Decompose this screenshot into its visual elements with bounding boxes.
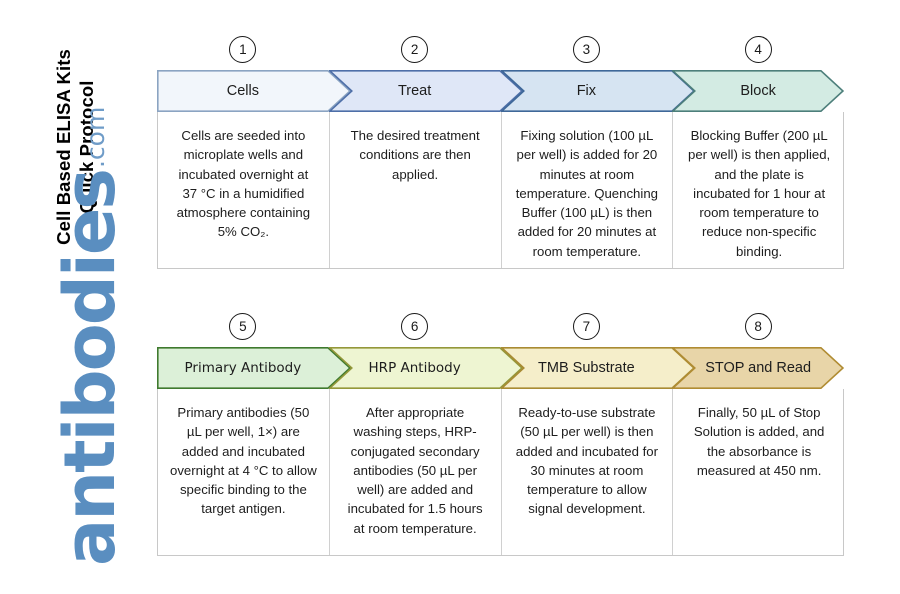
- step-description-cell: Fixing solution (100 µL per well) is add…: [502, 112, 674, 268]
- step-description-text: Cells are seeded into microplate wells a…: [176, 128, 311, 240]
- step-header-chevron[interactable]: HRP Antibody: [328, 347, 523, 389]
- brand-logo-tld: .com: [81, 106, 110, 169]
- step-header-label: Treat: [397, 83, 432, 99]
- step-description-text: Ready-to-use substrate (50 µL per well) …: [515, 405, 658, 517]
- step-header-label: HRP Antibody: [368, 360, 461, 376]
- step-body-strip: Primary antibodies (50 µL per well, 1×) …: [157, 389, 844, 556]
- step-header-label: Fix: [576, 83, 597, 99]
- step-header-label: Cells: [226, 83, 259, 99]
- step-number-badge: 6: [401, 313, 429, 340]
- brand-logo: antibodies .com: [26, 107, 131, 566]
- step-header-chevron[interactable]: Cells: [157, 70, 351, 112]
- chevron-shape-icon: [500, 70, 695, 112]
- chevron-shape-icon: [157, 347, 351, 389]
- step-header-chevron[interactable]: Primary Antibody: [157, 347, 351, 389]
- step-header-label: STOP and Read: [705, 360, 812, 376]
- step-number-badge: 2: [401, 36, 429, 63]
- step-number-strip: 1 2 3 4: [157, 36, 844, 70]
- step-description-text: Blocking Buffer (200 µL per well) is the…: [688, 128, 831, 259]
- step-description-cell: Cells are seeded into microplate wells a…: [158, 112, 330, 268]
- step-header-chevron[interactable]: TMB Substrate: [500, 347, 695, 389]
- step-body-strip: Cells are seeded into microplate wells a…: [157, 112, 844, 269]
- step-description-text: The desired treatment conditions are the…: [350, 128, 480, 182]
- protocol-row-2: 5 6 7 8 Primary Antibody HRP Antibody TMB S…: [157, 313, 844, 556]
- step-header-label: Block: [740, 83, 776, 99]
- chevron-shape-icon: [672, 70, 844, 112]
- chevron-shape-icon: [328, 347, 523, 389]
- chevron-shape-icon: [500, 347, 695, 389]
- step-number-badge: 7: [572, 313, 600, 340]
- step-description-text: Finally, 50 µL of Stop Solution is added…: [693, 405, 825, 478]
- step-number-badge: 5: [229, 313, 257, 340]
- step-header-strip: Cells Treat Fix Block: [157, 70, 844, 112]
- step-number-badge: 1: [229, 36, 257, 63]
- step-number-badge: 4: [744, 36, 772, 63]
- step-description-cell: Ready-to-use substrate (50 µL per well) …: [502, 389, 674, 555]
- step-header-chevron[interactable]: Fix: [500, 70, 695, 112]
- step-description-cell: The desired treatment conditions are the…: [330, 112, 502, 268]
- step-number-badge: 8: [744, 313, 772, 340]
- step-number-strip: 5 6 7 8: [157, 313, 844, 347]
- step-description-cell: Primary antibodies (50 µL per well, 1×) …: [158, 389, 330, 555]
- step-header-strip: Primary Antibody HRP Antibody TMB Substr…: [157, 347, 844, 389]
- protocol-row-1: 1 2 3 4 Cells Treat Fix Block Cells are see…: [157, 36, 844, 269]
- step-description-text: After appropriate washing steps, HRP-con…: [347, 405, 483, 536]
- step-description-cell: Finally, 50 µL of Stop Solution is added…: [673, 389, 845, 555]
- step-header-chevron[interactable]: STOP and Read: [672, 347, 844, 389]
- step-description-text: Primary antibodies (50 µL per well, 1×) …: [170, 405, 317, 517]
- step-description-cell: Blocking Buffer (200 µL per well) is the…: [673, 112, 845, 268]
- step-header-chevron[interactable]: Treat: [328, 70, 523, 112]
- brand-logo-word: antibodies: [48, 170, 131, 566]
- chevron-shape-icon: [328, 70, 523, 112]
- step-description-text: Fixing solution (100 µL per well) is add…: [515, 128, 658, 259]
- step-header-label: Primary Antibody: [184, 360, 302, 376]
- chevron-shape-icon: [157, 70, 351, 112]
- step-header-chevron[interactable]: Block: [672, 70, 844, 112]
- step-header-label: TMB Substrate: [538, 360, 635, 376]
- step-description-cell: After appropriate washing steps, HRP-con…: [330, 389, 502, 555]
- chevron-shape-icon: [672, 347, 844, 389]
- step-number-badge: 3: [572, 36, 600, 63]
